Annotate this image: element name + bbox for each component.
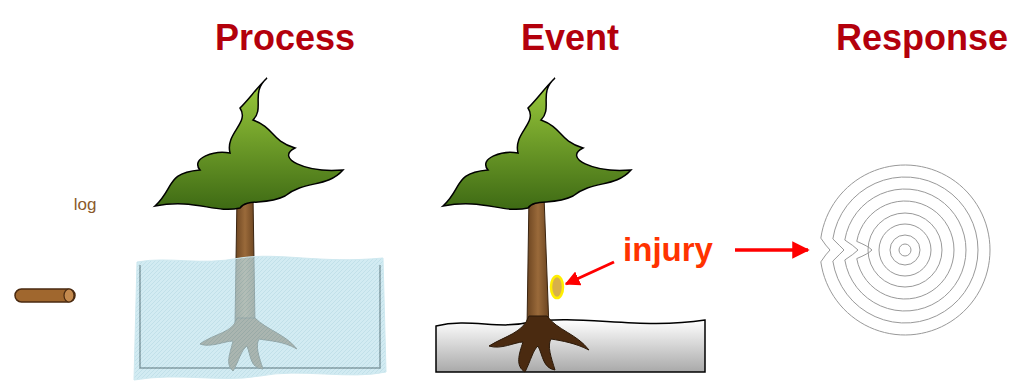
growth-ring [833, 177, 978, 323]
leader-arrow [566, 262, 614, 284]
column-heading: Response [836, 18, 1008, 58]
growth-ring [845, 189, 966, 311]
growth-ring [890, 235, 920, 265]
response-arrow [735, 248, 808, 252]
column-heading: Process [215, 18, 355, 58]
growth-ring [821, 165, 990, 335]
flooded-tree [134, 78, 386, 380]
log-drawing [15, 289, 75, 302]
growth-ring [879, 224, 931, 276]
tree-ring-section [821, 165, 990, 335]
growth-ring [899, 244, 911, 256]
column-heading: Event [521, 18, 619, 58]
snow-tree [436, 78, 705, 372]
growth-ring [857, 201, 954, 299]
growth-ring [868, 213, 942, 287]
callout-label: injury [623, 232, 713, 268]
part-label: log [74, 196, 97, 215]
